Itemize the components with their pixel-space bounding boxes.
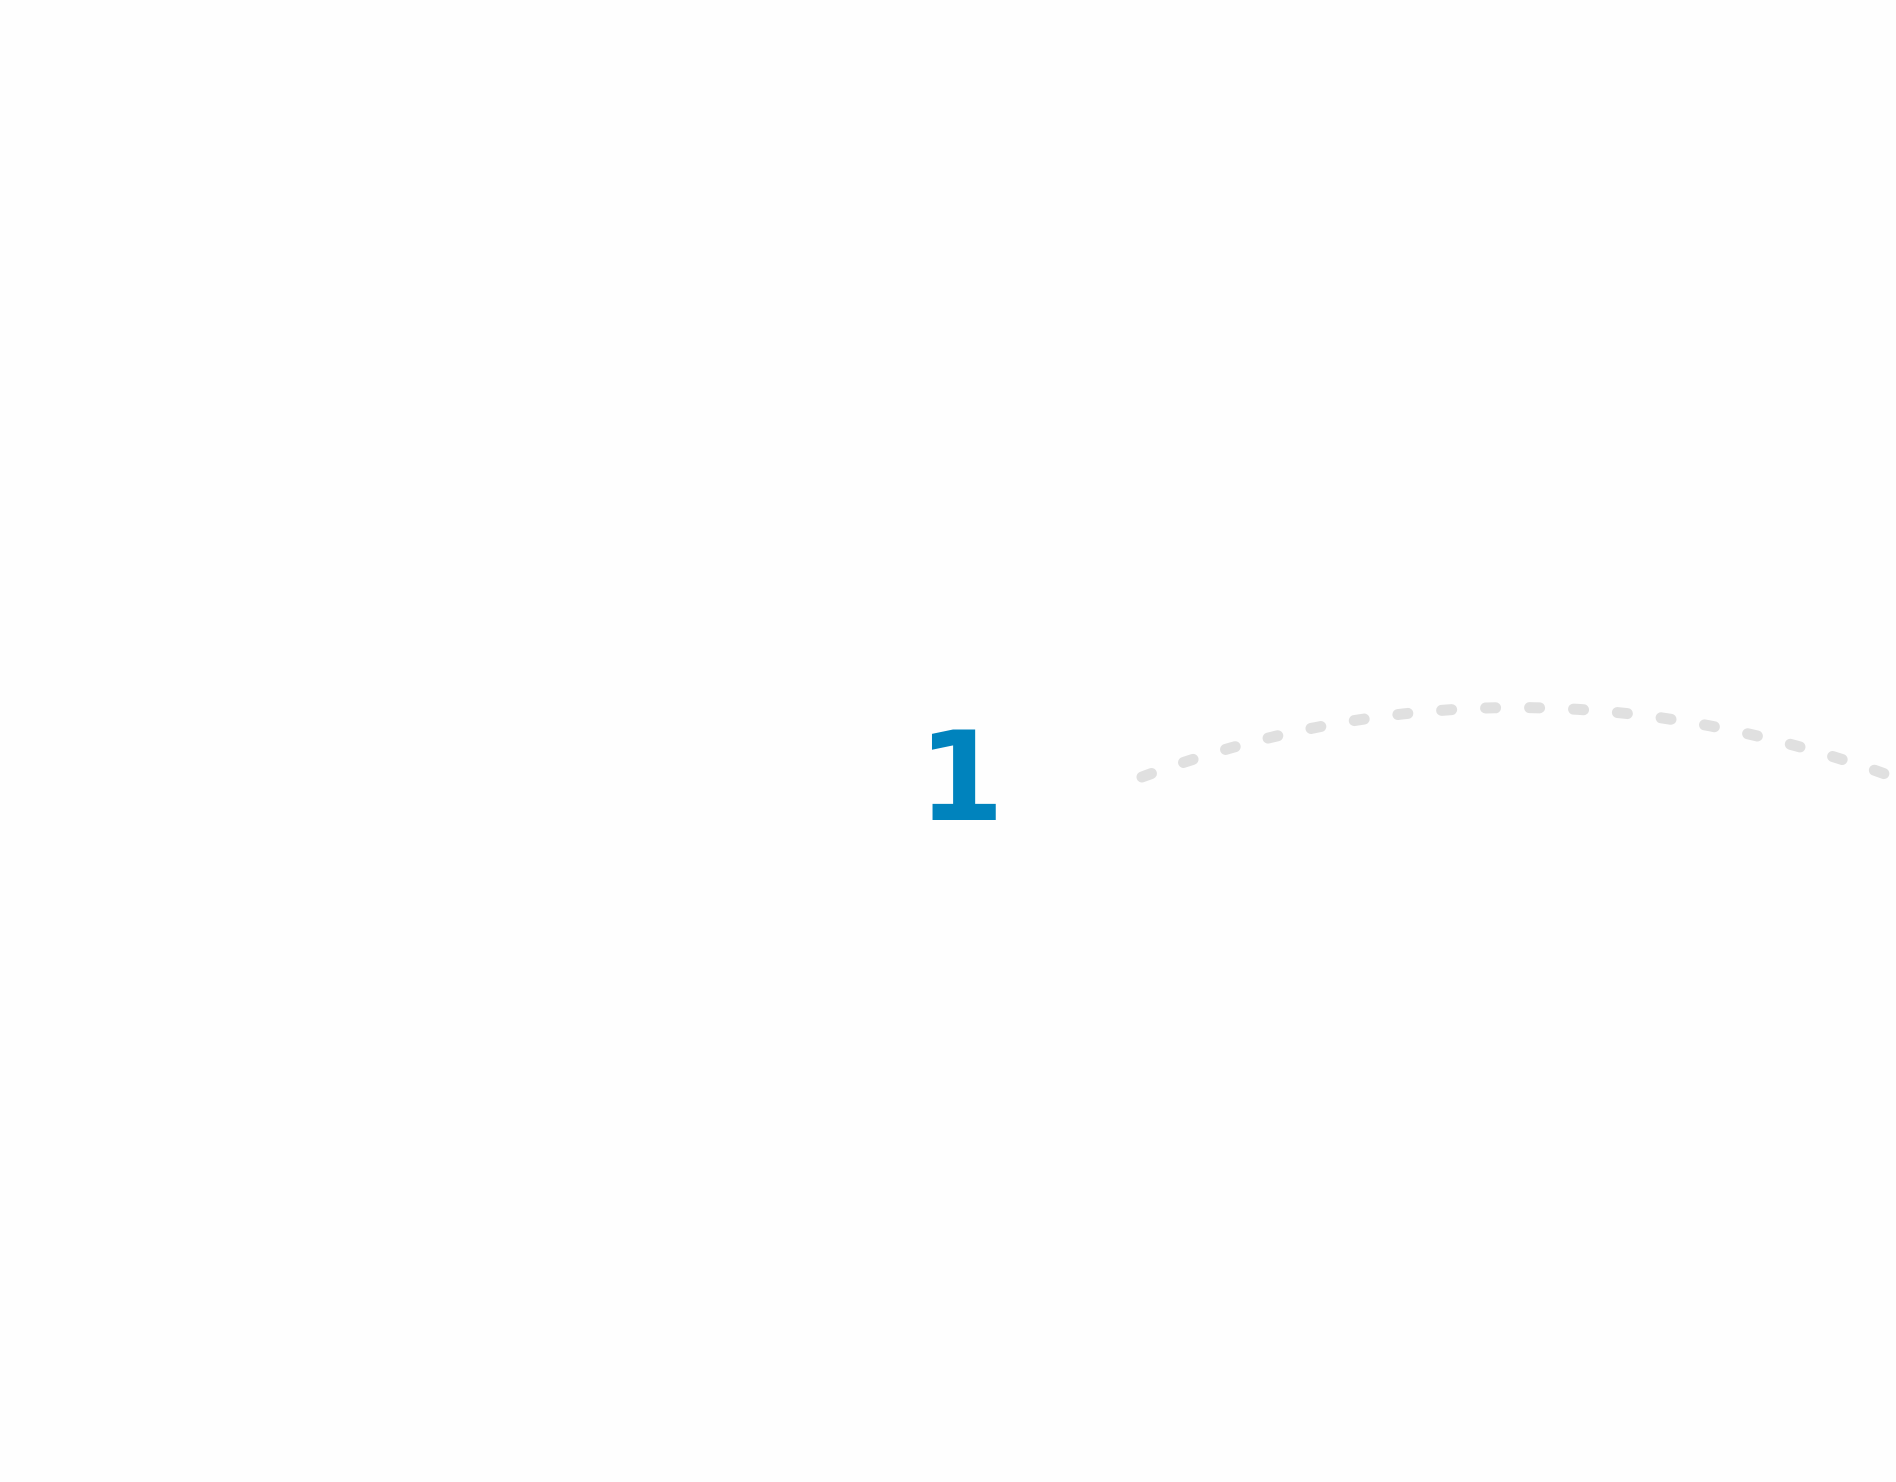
step-number: 1	[918, 706, 1005, 850]
dashed-arc	[1136, 702, 1896, 784]
